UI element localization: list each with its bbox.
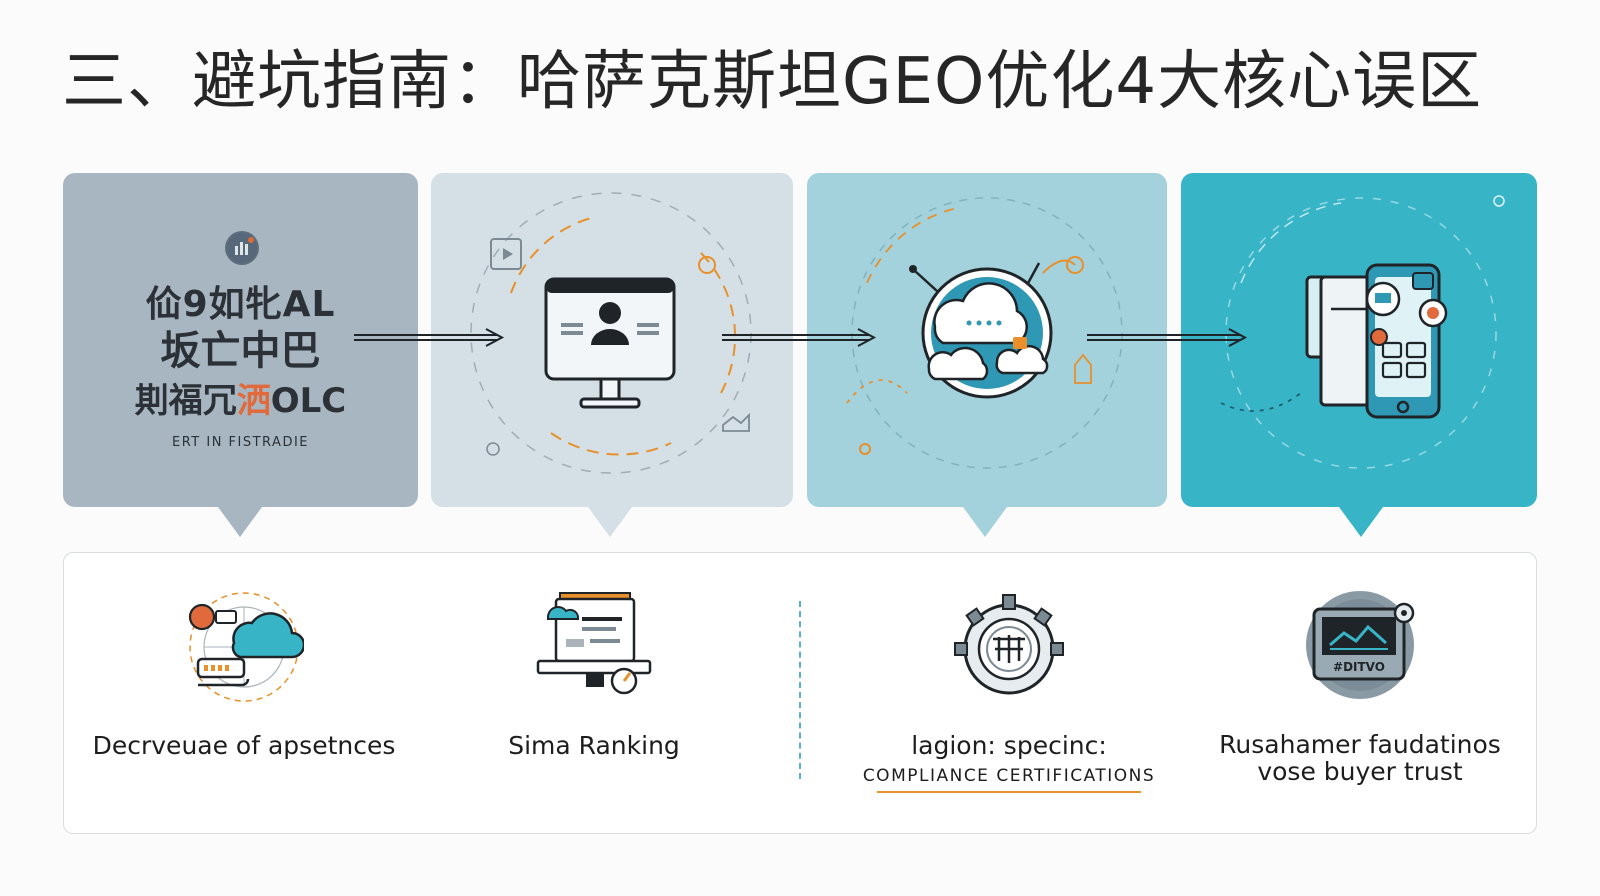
pitfall-label-2: Sima Ranking (508, 731, 680, 760)
pitfall-card-2: Sima Ranking (434, 553, 754, 833)
underline-accent (877, 791, 1141, 793)
step-panel-4 (1181, 173, 1537, 537)
page-title: 三、避坑指南：哈萨克斯坦GEO优化4大核心误区 (62, 45, 1483, 119)
pitfall-label-3: lagion: specinc: (911, 731, 1107, 760)
pitfall-card-3: lagion: specinc: COMPLIANCE CERTIFICATIO… (809, 553, 1209, 833)
panel-3-pointer (963, 507, 1007, 537)
pitfall-label-4-line-1: Rusahamer faudatinos (1219, 730, 1501, 759)
monitor-user-icon (470, 192, 752, 474)
arrow-right-icon (722, 328, 877, 347)
panel-1-line-4: ERT IN FISTRADIE (171, 435, 310, 450)
panel-1-line-2: 坂亡中巴 (160, 328, 321, 374)
panel-1-pointer (218, 507, 262, 537)
arrow-right-icon (354, 328, 505, 347)
panel-1-line-3: 剘福冗洒OLC (134, 381, 347, 421)
arrow-right-icon (1087, 328, 1248, 347)
pitfall-sublabel-3: COMPLIANCE CERTIFICATIONS (862, 766, 1156, 786)
dashed-divider (799, 601, 801, 779)
panel-2-pointer (588, 507, 632, 537)
pitfall-label-4-line-2: vose buyer trust (1257, 757, 1463, 786)
monitor-badge-icon: #DITVO (1306, 591, 1415, 699)
gear-certificate-icon (954, 594, 1064, 695)
badge-text: #DITVO (1333, 660, 1385, 674)
pitfall-card-4: #DITVO Rusahamer faudatinos vose buyer t… (1190, 553, 1530, 833)
pitfalls-card-container: Decrveuae of apsetnces Sima Ranking (63, 552, 1537, 834)
panel-1-text: 佡9如牝AL 坂亡中巴 剘福冗洒OLC ERT IN FISTRADIE (63, 283, 418, 450)
cloud-globe-icon (846, 197, 1123, 469)
document-presentation-icon (536, 592, 652, 695)
mobile-document-icon (1220, 195, 1505, 469)
pitfall-label-1: Decrveuae of apsetnces (92, 731, 396, 760)
logo-icon (225, 231, 259, 265)
pitfall-card-1: Decrveuae of apsetnces (84, 553, 404, 833)
cloud-network-icon (188, 592, 304, 702)
panel-4-pointer (1339, 507, 1383, 537)
panel-1-line-1: 佡9如牝AL (145, 284, 336, 325)
pitfall-label-4: Rusahamer faudatinos vose buyer trust (1190, 731, 1530, 785)
